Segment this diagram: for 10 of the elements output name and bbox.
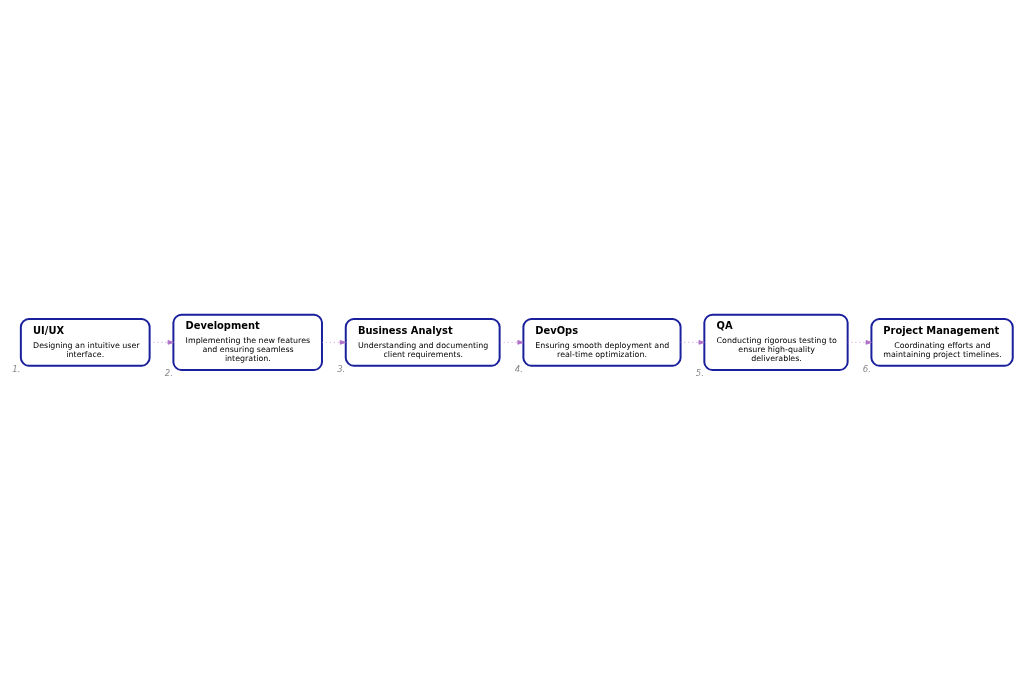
node-label: 3. xyxy=(336,363,345,374)
node-label: 5. xyxy=(695,367,704,378)
arrow xyxy=(321,339,346,345)
arrow xyxy=(679,339,705,345)
node-label: 1. xyxy=(11,363,20,374)
node-label: 6. xyxy=(862,363,871,374)
arrow xyxy=(846,339,872,345)
node-label: 4. xyxy=(514,363,523,374)
node-label: 2. xyxy=(164,367,173,378)
arrow xyxy=(148,339,174,345)
